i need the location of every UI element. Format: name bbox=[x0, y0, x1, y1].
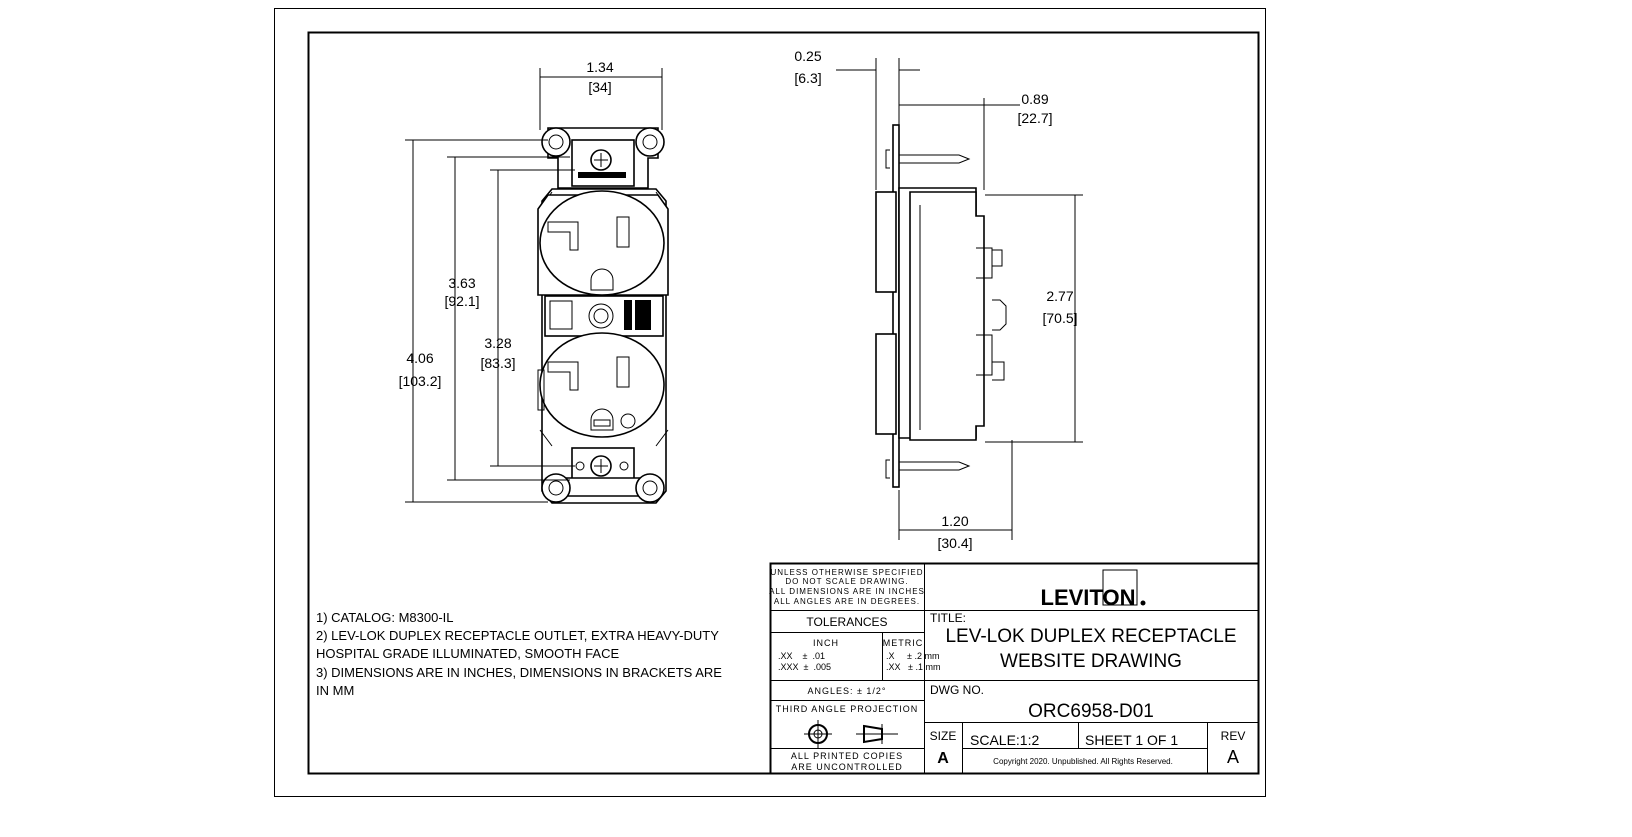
outer-border bbox=[274, 8, 1266, 797]
metric-tol: .XX ± .1 mm bbox=[886, 662, 940, 672]
notes: 1) CATALOG: M8300-IL 2) LEV-LOK DUPLEX R… bbox=[316, 610, 722, 698]
size-value: A bbox=[937, 750, 949, 767]
inch-tol: .XX ± .01 bbox=[778, 651, 825, 661]
spec-line: ALL DIMENSIONS ARE IN INCHES bbox=[769, 587, 925, 596]
dim-width-mm: [34] bbox=[588, 79, 611, 95]
scale: SCALE:1:2 bbox=[970, 732, 1039, 748]
copyright: Copyright 2020. Unpublished. All Rights … bbox=[993, 757, 1173, 766]
side-dimension-lines bbox=[836, 58, 1083, 540]
dim-depth-mm: [30.4] bbox=[937, 535, 972, 551]
dim-strap-in: 3.28 bbox=[484, 335, 511, 351]
note-line: HOSPITAL GRADE ILLUMINATED, SMOOTH FACE bbox=[316, 646, 619, 661]
dim-body-height-in: 2.77 bbox=[1046, 288, 1073, 304]
tolerances-label: TOLERANCES bbox=[806, 615, 887, 629]
leviton-logo: LEVITON bbox=[1041, 569, 1146, 610]
spec-line: ALL ANGLES ARE IN DEGREES. bbox=[774, 597, 920, 606]
dim-holes-mm: [92.1] bbox=[444, 293, 479, 309]
note-line: 2) LEV-LOK DUPLEX RECEPTACLE OUTLET, EXT… bbox=[316, 628, 719, 643]
title-block: UNLESS OTHERWISE SPECIFIED DO NOT SCALE … bbox=[769, 562, 1260, 775]
projection-label: THIRD ANGLE PROJECTION bbox=[776, 704, 919, 714]
dim-depth-front-in: 0.89 bbox=[1021, 91, 1048, 107]
spec-line: UNLESS OTHERWISE SPECIFIED bbox=[771, 568, 924, 577]
note-line: IN MM bbox=[316, 683, 354, 698]
inch-tol: .XXX ± .005 bbox=[778, 662, 831, 672]
dim-strap-thk-mm: [6.3] bbox=[794, 70, 821, 86]
dim-holes-in: 3.63 bbox=[448, 275, 475, 291]
inch-label: INCH bbox=[813, 638, 839, 648]
metric-tol: .X ± .2 mm bbox=[886, 651, 939, 661]
dim-strap-mm: [83.3] bbox=[480, 355, 515, 371]
third-angle-projection-icon bbox=[804, 720, 898, 748]
front-view bbox=[537, 127, 669, 504]
dim-depth-in: 1.20 bbox=[941, 513, 968, 529]
dim-strap-thk-in: 0.25 bbox=[794, 48, 821, 64]
note-line: 3) DIMENSIONS ARE IN INCHES, DIMENSIONS … bbox=[316, 665, 722, 680]
rev-value: A bbox=[1227, 747, 1239, 767]
title-label: TITLE: bbox=[930, 611, 966, 625]
note-line: 1) CATALOG: M8300-IL bbox=[316, 610, 454, 625]
side-view bbox=[875, 124, 1007, 488]
rev-label: REV bbox=[1221, 729, 1246, 743]
size-label: SIZE bbox=[930, 729, 957, 743]
dim-width-in: 1.34 bbox=[586, 59, 613, 75]
sheet: SHEET 1 OF 1 bbox=[1085, 732, 1178, 748]
drawing-title: LEV-LOK DUPLEX RECEPTACLE bbox=[945, 626, 1236, 647]
dim-height-mm: [103.2] bbox=[399, 373, 442, 389]
dim-depth-front-mm: [22.7] bbox=[1017, 110, 1052, 126]
spec-line: DO NOT SCALE DRAWING. bbox=[785, 577, 908, 586]
drawing-subtitle: WEBSITE DRAWING bbox=[1000, 651, 1182, 672]
front-dimension-lines bbox=[405, 68, 663, 503]
dwg-no: ORC6958-D01 bbox=[1028, 701, 1154, 722]
copies-line: ARE UNCONTROLLED bbox=[791, 762, 903, 772]
angles-tolerance: ANGLES: ± 1/2° bbox=[807, 686, 886, 696]
svg-text:LEVITON: LEVITON bbox=[1041, 585, 1136, 610]
dim-height-in: 4.06 bbox=[406, 350, 433, 366]
copies-line: ALL PRINTED COPIES bbox=[791, 751, 903, 761]
dim-body-height-mm: [70.5] bbox=[1042, 310, 1077, 326]
dwg-no-label: DWG NO. bbox=[930, 683, 984, 697]
metric-label: METRIC bbox=[883, 638, 924, 648]
